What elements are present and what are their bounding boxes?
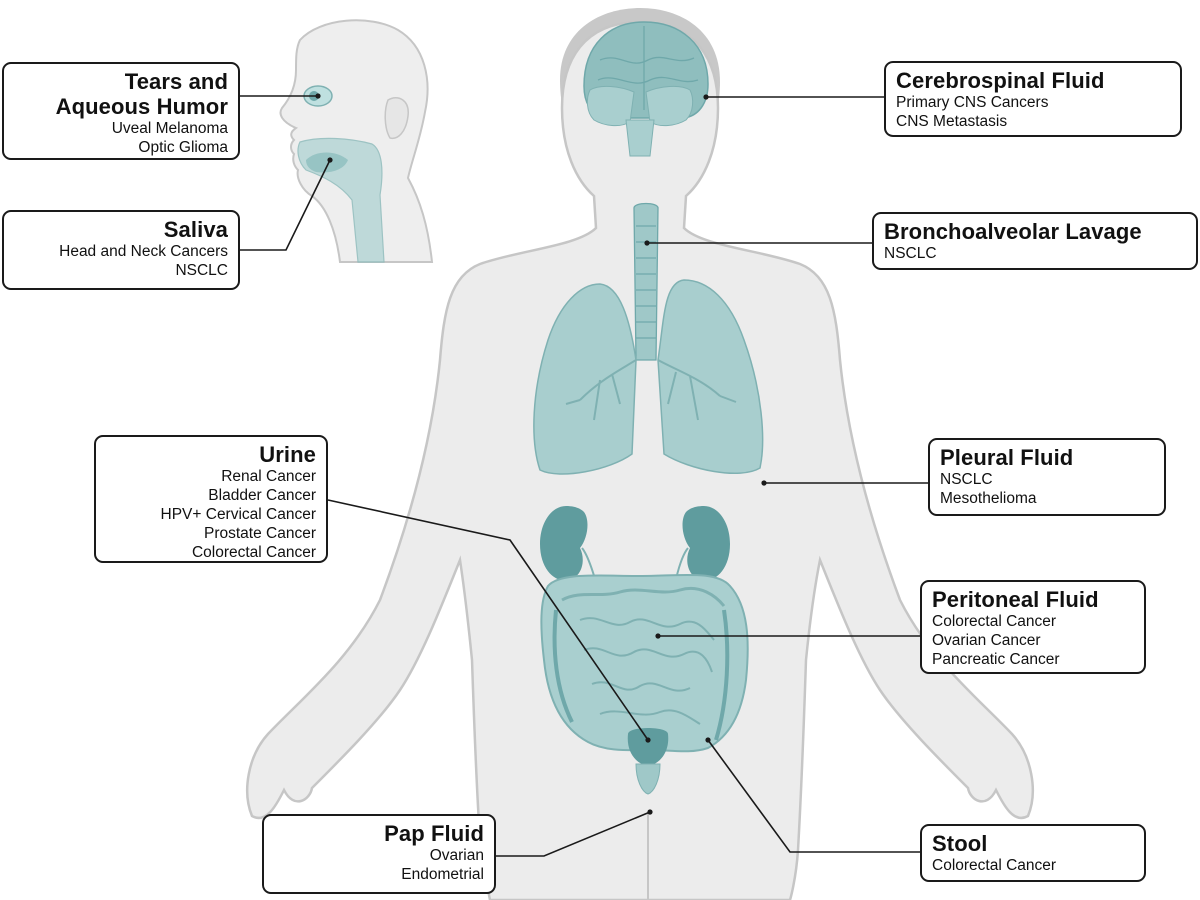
- callout-title: Urine: [259, 442, 316, 467]
- anchor-dot: [655, 633, 661, 639]
- intestines: [540, 573, 749, 753]
- anchor-dot: [327, 157, 333, 163]
- callout-item: Colorectal Cancer: [932, 613, 1057, 630]
- callout-pleural: Pleural Fluid NSCLC Mesothelioma: [928, 438, 1166, 516]
- callout-title: Pap Fluid: [384, 821, 484, 846]
- lungs: [533, 279, 764, 475]
- callout-item: CNS Metastasis: [896, 113, 1008, 130]
- tongue: [306, 152, 348, 173]
- callout-title: Bronchoalveolar Lavage: [884, 219, 1142, 244]
- callout-item: NSCLC: [884, 245, 937, 262]
- callout-item: NSCLC: [175, 262, 228, 279]
- callout-saliva: Saliva Head and Neck Cancers NSCLC: [2, 210, 240, 290]
- ear: [384, 96, 409, 140]
- callout-urine: Urine Renal Cancer Bladder Cancer HPV+ C…: [94, 435, 328, 563]
- leader-lines: [240, 93, 928, 857]
- callout-item: Uveal Melanoma: [111, 120, 228, 137]
- callout-title: Stool: [932, 831, 988, 856]
- anchor-dot: [647, 809, 653, 815]
- callout-csf: Cerebrospinal Fluid Primary CNS Cancers …: [884, 61, 1182, 137]
- trachea: [633, 202, 659, 361]
- callout-item: Ovarian Cancer: [932, 632, 1041, 649]
- callout-item: Optic Glioma: [138, 139, 228, 156]
- callout-bal: Bronchoalveolar Lavage NSCLC: [872, 212, 1198, 270]
- leader-stool: [707, 739, 920, 853]
- callout-item: HPV+ Cervical Cancer: [160, 506, 316, 523]
- callout-item: Bladder Cancer: [208, 487, 316, 504]
- callout-title: Pleural Fluid: [940, 445, 1074, 470]
- callout-item: NSCLC: [940, 471, 993, 488]
- head-profile: [279, 19, 434, 263]
- callout-title: Saliva: [163, 217, 228, 242]
- callout-title: Cerebrospinal Fluid: [896, 68, 1105, 93]
- leader-saliva: [240, 159, 331, 251]
- callout-title: Tears and Aqueous Humor: [55, 69, 228, 119]
- anchor-dot: [705, 737, 711, 743]
- callout-item: Ovarian: [429, 847, 484, 864]
- anchor-dot: [315, 93, 321, 99]
- callout-item: Primary CNS Cancers: [896, 94, 1049, 111]
- organs: [533, 21, 764, 795]
- anchor-dot: [644, 240, 650, 246]
- bladder: [627, 728, 669, 795]
- anchor-dot: [761, 480, 767, 486]
- callout-peritoneal: Peritoneal Fluid Colorectal Cancer Ovari…: [920, 580, 1146, 674]
- callout-item: Colorectal Cancer: [191, 544, 316, 561]
- callout-item: Renal Cancer: [221, 468, 316, 485]
- callout-item: Colorectal Cancer: [932, 857, 1057, 874]
- callout-stool: Stool Colorectal Cancer: [920, 824, 1146, 882]
- anchor-dot: [645, 737, 651, 743]
- leader-urine: [327, 499, 649, 741]
- callout-item: Pancreatic Cancer: [932, 651, 1060, 668]
- callout-item: Head and Neck Cancers: [59, 243, 228, 260]
- sinus-cavity: [586, 85, 694, 157]
- body-silhouette: [246, 20, 1034, 900]
- callout-item: Prostate Cancer: [204, 525, 316, 542]
- callout-item: Endometrial: [401, 866, 484, 883]
- leader-pap: [496, 811, 651, 857]
- callout-pap: Pap Fluid Ovarian Endometrial: [262, 814, 496, 894]
- callout-title: Peritoneal Fluid: [932, 587, 1099, 612]
- anchor-dot: [703, 94, 709, 100]
- callout-tears: Tears and Aqueous Humor Uveal Melanoma O…: [2, 62, 240, 160]
- callout-item: Mesothelioma: [940, 490, 1037, 507]
